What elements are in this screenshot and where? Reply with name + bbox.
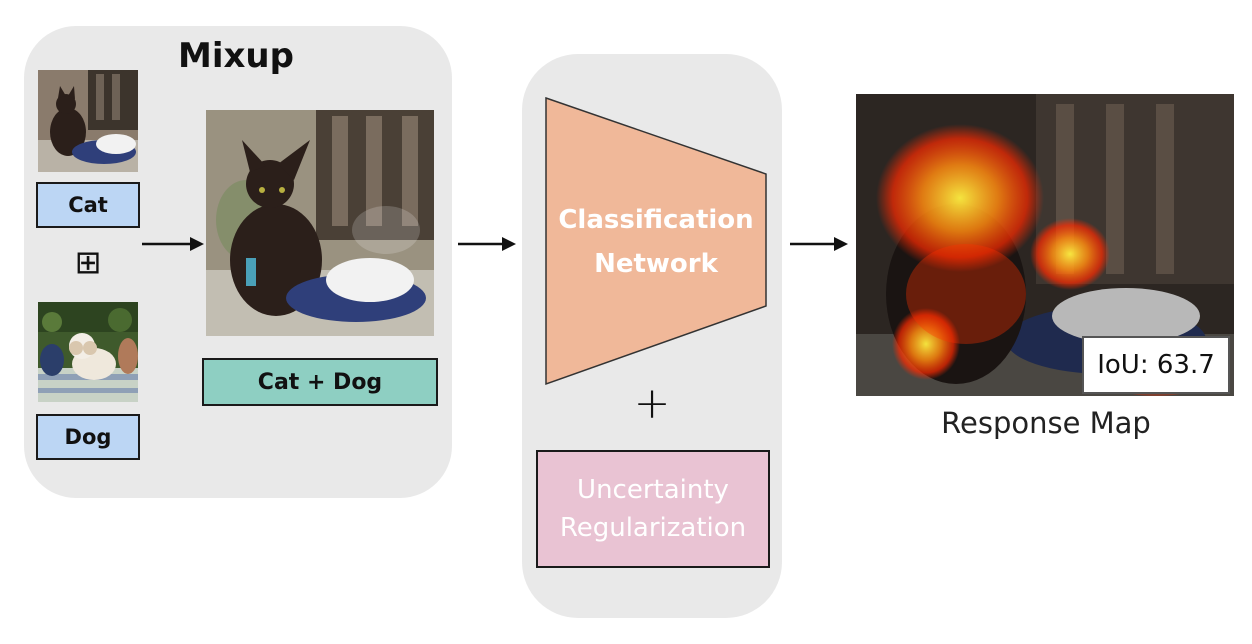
iou-badge: IoU: 63.7 xyxy=(1082,336,1230,394)
mixed-image xyxy=(206,110,434,336)
arrow-right-icon xyxy=(458,234,516,254)
network-title-line1: Classification xyxy=(558,205,754,235)
mixup-title: Mixup xyxy=(178,36,294,76)
regularization-line2: Regularization xyxy=(559,513,747,543)
uncertainty-regularization-box: Uncertainty Regularization xyxy=(536,450,770,568)
arrow-right-icon xyxy=(142,234,204,254)
arrow-right-icon xyxy=(790,234,848,254)
cat-label: Cat xyxy=(36,182,140,228)
cat-image xyxy=(38,70,138,172)
response-map-caption: Response Map xyxy=(941,406,1151,440)
mixed-label: Cat + Dog xyxy=(202,358,438,406)
mixup-plus-icon: ⊞ xyxy=(74,243,102,281)
dog-image xyxy=(38,302,138,402)
dog-label: Dog xyxy=(36,414,140,460)
network-plus-icon: + xyxy=(633,378,671,429)
network-title: Classification Network xyxy=(550,198,762,286)
network-trapezoid xyxy=(544,96,768,386)
network-title-line2: Network xyxy=(594,249,718,279)
regularization-line1: Uncertainty xyxy=(577,475,729,505)
